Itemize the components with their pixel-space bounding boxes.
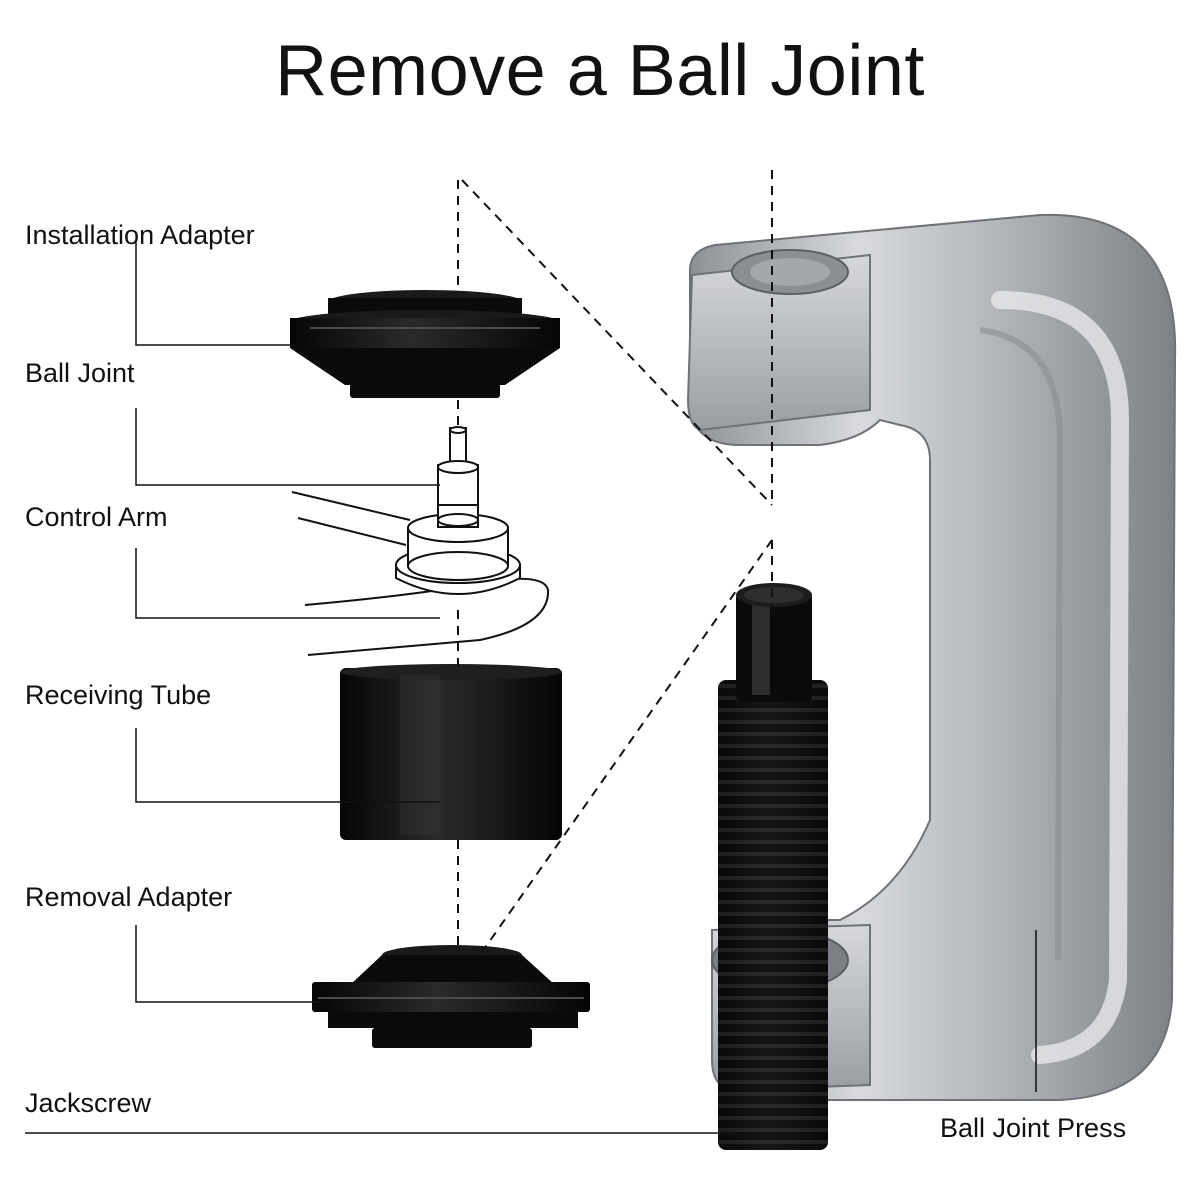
label-installation-adapter: Installation Adapter	[25, 220, 255, 250]
receiving-tube	[340, 664, 562, 840]
label-ball-joint: Ball Joint	[25, 358, 135, 388]
jackscrew	[718, 583, 828, 1150]
leader-lines	[25, 240, 1037, 1134]
label-ball-joint-press: Ball Joint Press	[940, 1113, 1127, 1143]
diagram-title: Remove a Ball Joint	[275, 31, 925, 111]
label-receiving-tube: Receiving Tube	[25, 680, 212, 710]
removal-adapter	[312, 945, 590, 1048]
label-control-arm: Control Arm	[25, 502, 168, 532]
label-removal-adapter: Removal Adapter	[25, 882, 233, 912]
label-jackscrew: Jackscrew	[25, 1088, 152, 1118]
dashed-guides	[457, 170, 773, 953]
installation-adapter	[290, 290, 560, 398]
control-arm	[291, 491, 550, 656]
